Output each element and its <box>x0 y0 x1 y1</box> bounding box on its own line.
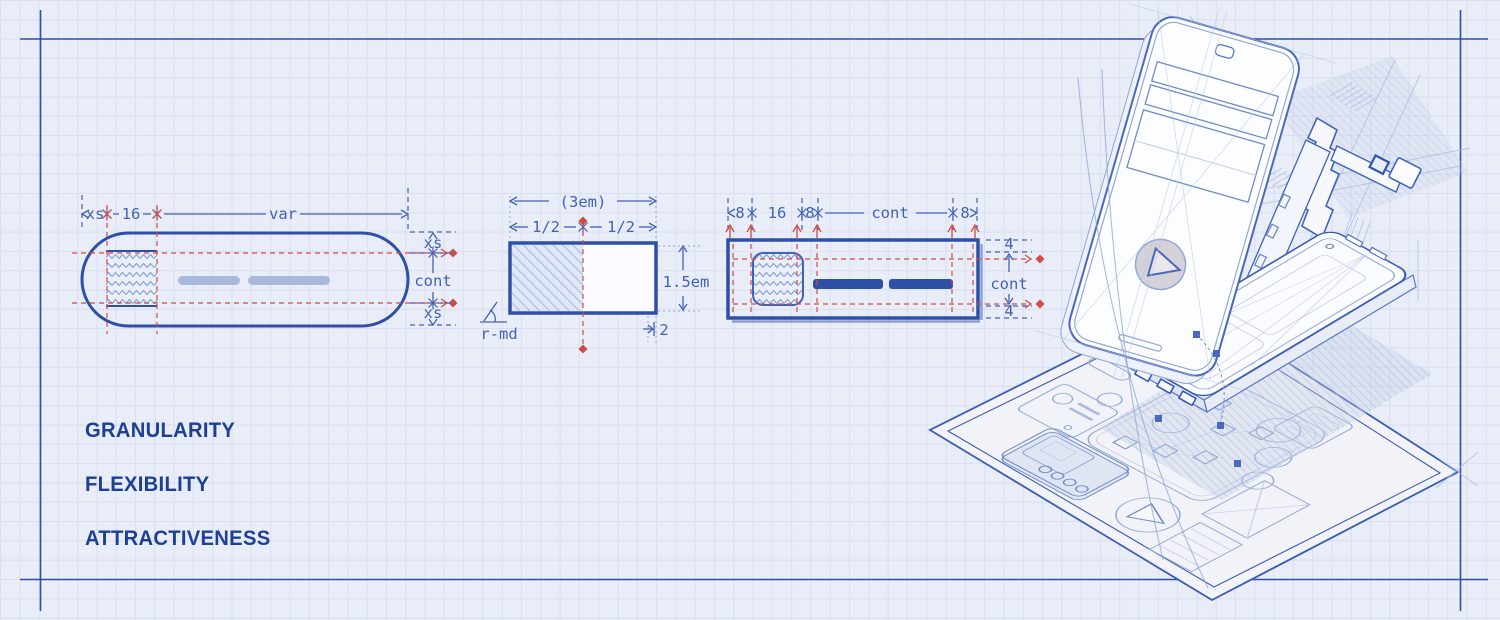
node-markers <box>1155 331 1241 467</box>
bar-dim-label: 16 <box>768 204 787 222</box>
pill-text-placeholder <box>248 276 330 285</box>
pill-icon-size-label: 16 <box>122 205 141 223</box>
pill-shape <box>80 231 410 328</box>
detail-square <box>1388 157 1422 189</box>
principle-flexibility: FLEXIBILITY <box>85 472 210 496</box>
play-icon <box>1134 238 1187 291</box>
hatch-ticks <box>1261 82 1378 246</box>
ratio-height-label: 1.5em <box>663 273 710 291</box>
bar-shape <box>726 238 980 320</box>
pill-side-content-label: cont <box>414 272 451 290</box>
port <box>1155 378 1175 395</box>
camera-dot <box>1325 243 1335 249</box>
curved-guides <box>1077 69 1241 589</box>
bar-side-top-label: 4 <box>1004 235 1013 253</box>
side-button <box>1344 233 1364 248</box>
pill-width-label: var <box>269 205 297 223</box>
pill-icon-slot <box>106 251 157 306</box>
ratio-radius-label: r-md <box>480 325 517 343</box>
construction-lines <box>1035 3 1336 391</box>
ratio-right-half-label: 1/2 <box>607 218 635 236</box>
ratio-left-half-label: 1/2 <box>532 218 560 236</box>
ratio-rect-diagram: (3em) 1/2 1/2 1.5em r-md 2 <box>480 193 709 354</box>
pill-text-placeholder <box>178 276 240 285</box>
bar-side-content-label: cont <box>990 275 1027 293</box>
bar-component-diagram: 8 16 8 cont 8 4 <box>725 198 1045 323</box>
principle-granularity: GRANULARITY <box>85 418 236 442</box>
bar-side-bottom-label: 4 <box>1004 302 1013 320</box>
bar-icon-slot <box>752 252 804 306</box>
port <box>1177 390 1197 407</box>
exploded-component <box>1189 15 1471 335</box>
side-button <box>1368 246 1388 261</box>
pill-side-bottom-label: xs <box>424 304 443 322</box>
bar-text-placeholder <box>813 279 883 289</box>
ratio-total-label: (3em) <box>560 193 607 211</box>
phone-shadow <box>1100 300 1432 500</box>
principle-attractiveness: ATTRACTIVENESS <box>85 526 271 550</box>
pill-padding-label: xs <box>86 205 105 223</box>
pill-button-diagram: xs 16 var xs cont xs <box>72 188 458 334</box>
blueprint-illustration <box>928 3 1479 602</box>
connector-square <box>1368 153 1391 176</box>
bar-dim-label: 8 <box>960 204 969 222</box>
ratio-offset-label: 2 <box>659 321 668 339</box>
bar-dim-label: cont <box>871 204 908 222</box>
play-icon <box>1115 497 1181 533</box>
bar-text-placeholder <box>889 279 953 289</box>
bar-dim-label: 8 <box>805 204 814 222</box>
bar-dim-label: 8 <box>735 204 744 222</box>
pill-side-top-label: xs <box>424 234 443 252</box>
